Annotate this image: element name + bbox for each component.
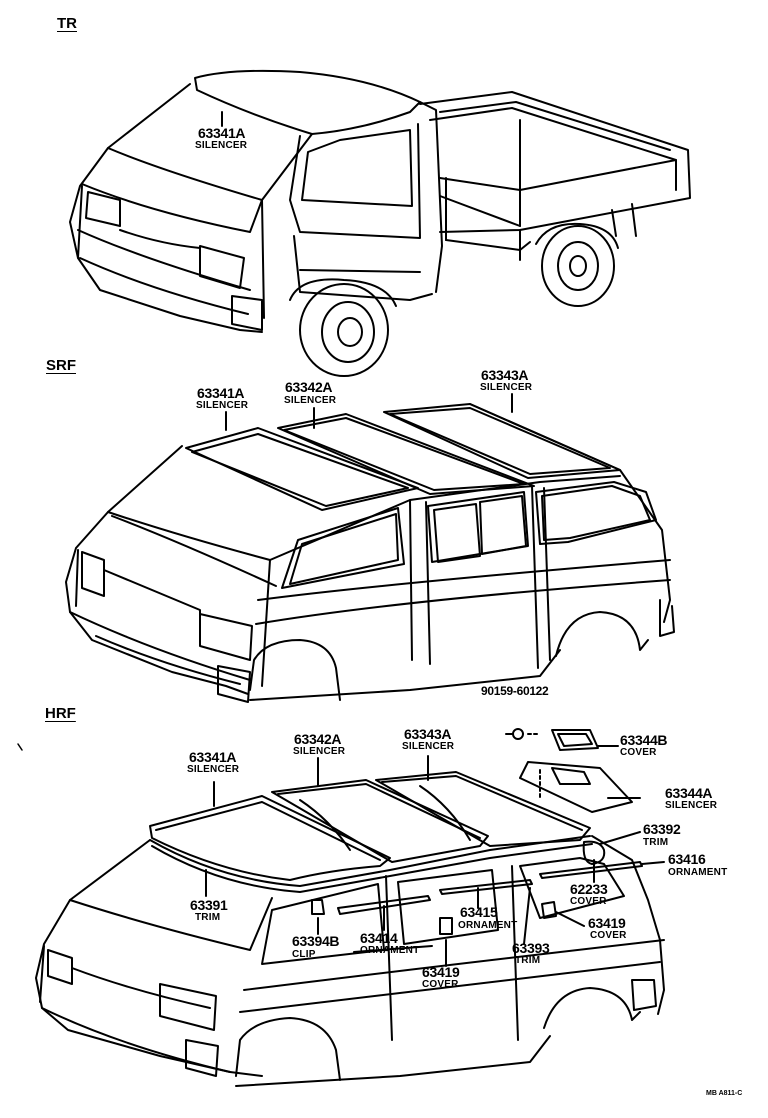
silencer-63344a [519,761,633,813]
truck-bed [419,91,691,233]
stray-mark [17,743,23,751]
van-standard-roof-illustration [65,403,675,703]
part-name: SILENCER [665,800,718,811]
srf-silencer-rear [383,403,621,479]
part-name: TRIM [195,912,221,923]
truck-illustration [69,69,691,377]
part-name: ORNAMENT [668,867,728,878]
srf-silencer-middle [277,413,535,495]
screw-90159 [512,728,524,740]
part-number: 63415 [460,904,498,920]
van-high-roof-illustration [35,728,665,1087]
part-number: 62233 [570,881,608,897]
part-number: 63392 [643,821,681,837]
ornament-63415 [439,879,533,895]
part-name: SILENCER [293,746,346,757]
part-name: SILENCER [284,395,337,406]
section-label-hrf: HRF [45,705,76,722]
part-number: 63414 [360,930,398,946]
part-name: SILENCER [196,400,249,411]
part-name: SILENCER [402,741,455,752]
part-name: SILENCER [195,140,248,151]
hrf-roof-middle [271,779,489,863]
part-number: 63341A [189,749,237,765]
part-number: 63393 [512,940,550,956]
part-number: 63416 [668,851,706,867]
ornament-63414 [337,895,431,915]
part-name: COVER [620,747,657,758]
part-name: TRIM [515,955,541,966]
section-label-tr: TR [57,15,77,32]
cover-63344b [551,729,599,751]
part-name: ORNAMENT [360,945,420,956]
part-number: 63419 [422,964,460,980]
section-label-srf: SRF [46,357,76,374]
ornament-63416 [539,861,643,879]
part-name: CLIP [292,949,316,960]
part-number: 63419 [588,915,626,931]
part-number: 63344B [620,732,668,748]
hrf-roof-rear [375,771,591,847]
part-number: 63343A [481,367,529,383]
part-name: TRIM [643,837,669,848]
figure-code: MB A811-C [706,1090,743,1097]
part-number: 63343A [404,726,452,742]
part-name: COVER [570,896,607,907]
hrf-roof-front [149,795,391,881]
part-number: 63344A [665,785,713,801]
part-number: 63341A [198,125,246,141]
part-number: 63342A [285,379,333,395]
truck-roof-silencer [194,69,421,135]
part-number: 63394B [292,933,340,949]
part-name: ORNAMENT [458,920,518,931]
part-name: SILENCER [480,382,533,393]
part-number: 90159-60122 [481,684,549,698]
part-number: 63391 [190,897,228,913]
part-name: COVER [590,930,627,941]
part-name: COVER [422,979,459,990]
part-number: 63341A [197,385,245,401]
part-number: 63342A [294,731,342,747]
part-name: SILENCER [187,764,240,775]
